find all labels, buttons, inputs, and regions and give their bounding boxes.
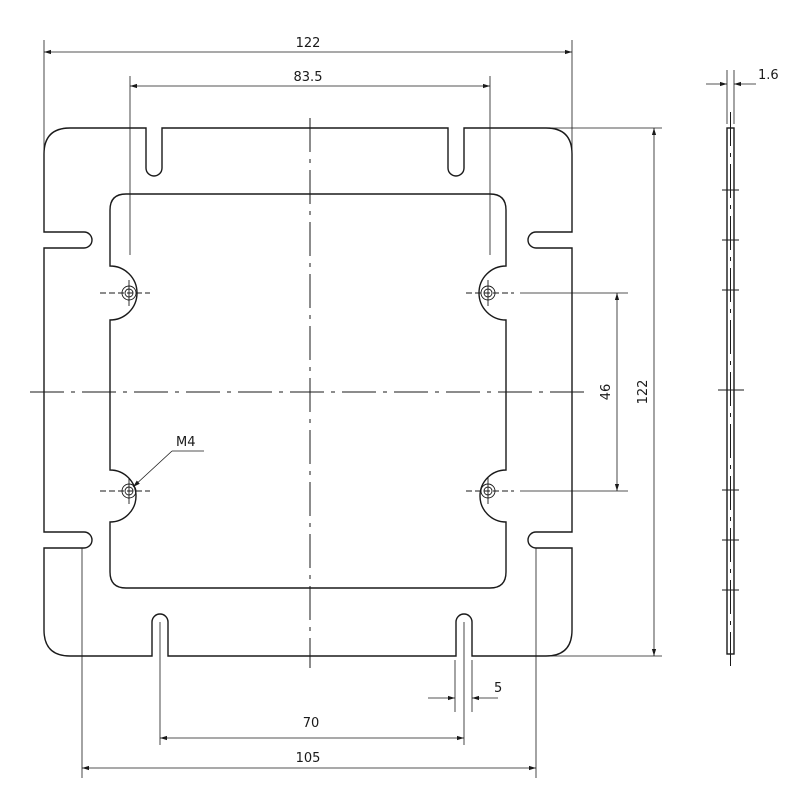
m4-leader xyxy=(132,450,204,488)
side-view xyxy=(718,70,744,668)
dim-bottom-outer-spacing: 105 xyxy=(296,751,321,766)
hole-top-right xyxy=(466,280,514,306)
thread-callout: M4 xyxy=(176,435,196,450)
dim-bottom-slot-spacing: 70 xyxy=(303,716,320,731)
dim-thickness: 1.6 xyxy=(758,68,779,83)
dim-top-slot-spacing: 83.5 xyxy=(294,70,323,85)
extension-lines xyxy=(43,40,662,778)
hole-top-left xyxy=(100,280,150,306)
dim-overall-height: 122 xyxy=(636,380,651,405)
hole-bottom-left xyxy=(100,478,150,504)
inner-cutout xyxy=(109,193,507,589)
dim-slot-width: 5 xyxy=(494,681,502,696)
dim-hole-spacing: 46 xyxy=(599,384,614,401)
plate-outline xyxy=(43,127,573,657)
dim-overall-width: 122 xyxy=(296,36,321,51)
hole-bottom-right xyxy=(466,478,514,504)
